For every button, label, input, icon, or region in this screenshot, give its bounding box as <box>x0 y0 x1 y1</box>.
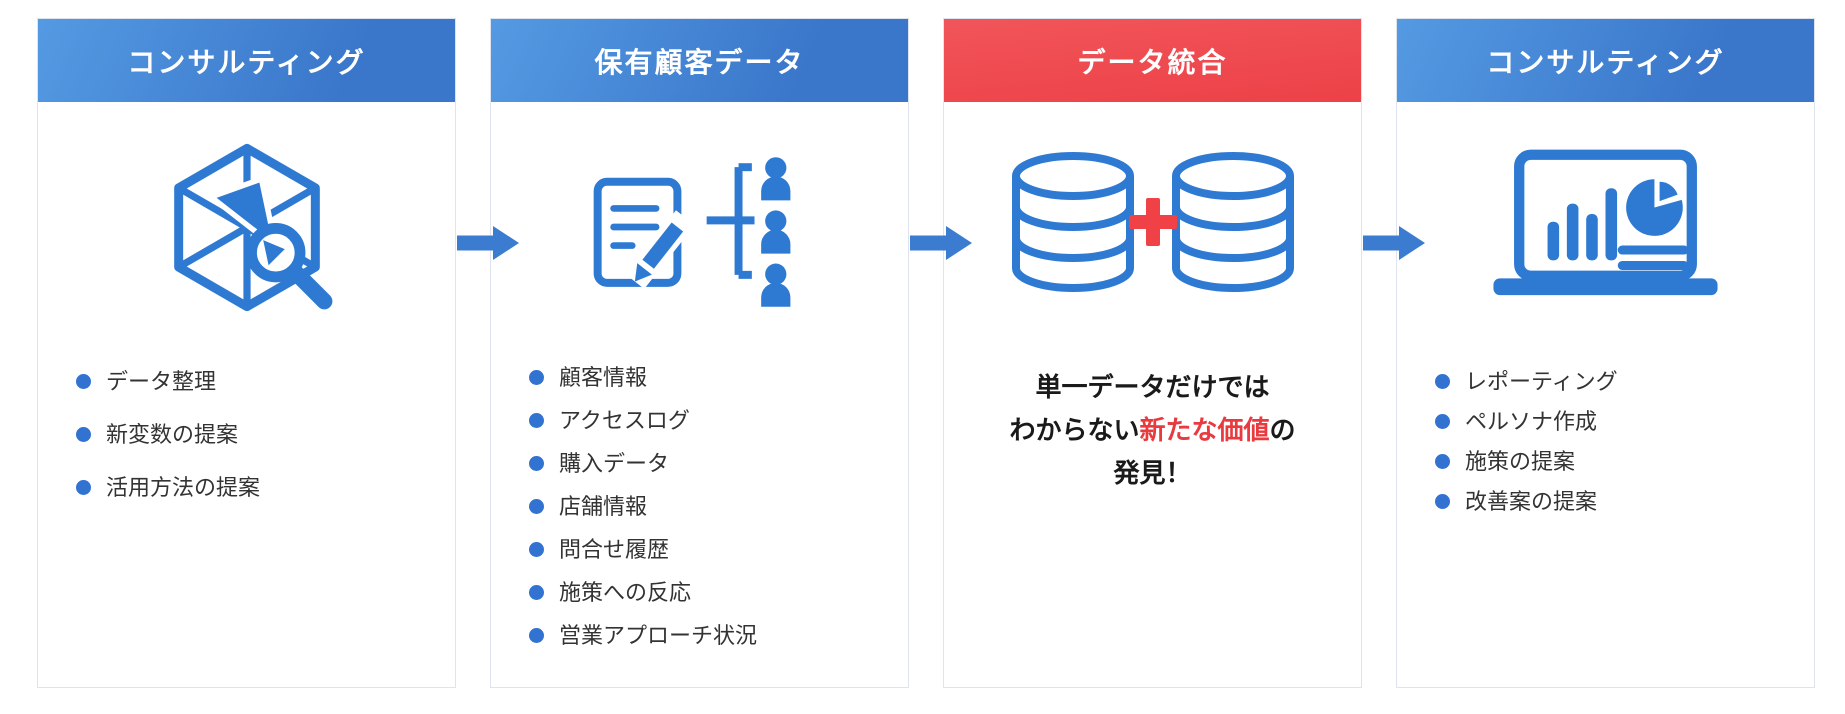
bullet-dot-icon <box>529 542 544 557</box>
list-item: 営業アプローチ状況 <box>529 622 892 649</box>
list-item-label: データ整理 <box>106 369 217 394</box>
list-item: データ整理 <box>76 368 439 395</box>
list-item-label: 顧客情報 <box>559 365 648 390</box>
document-people-icon <box>593 157 790 307</box>
card-title: データ統合 <box>1077 46 1228 78</box>
bullet-dot-icon <box>529 628 544 643</box>
integration-message: 単一データだけでは わからない新たな価値の 発見！ <box>944 366 1361 495</box>
list-item: ペルソナ作成 <box>1435 408 1798 435</box>
bullet-dot-icon <box>529 499 544 514</box>
bullet-list: レポーティング ペルソナ作成 施策の提案 改善案の提案 <box>1397 368 1814 528</box>
list-item: 新変数の提案 <box>76 421 439 448</box>
bullet-dot-icon <box>1435 454 1450 469</box>
list-item: 顧客情報 <box>529 364 892 391</box>
card-consulting-2: コンサルティング <box>1396 18 1815 688</box>
list-item-label: 問合せ履歴 <box>559 537 670 562</box>
list-item: 購入データ <box>529 450 892 477</box>
list-item: 施策の提案 <box>1435 448 1798 475</box>
list-item-label: 営業アプローチ状況 <box>559 623 758 648</box>
bullet-dot-icon <box>529 370 544 385</box>
card-header: データ統合 <box>944 19 1361 102</box>
list-item-label: 活用方法の提案 <box>106 475 261 500</box>
message-line: 単一データだけでは <box>1035 372 1270 402</box>
bullet-dot-icon <box>529 585 544 600</box>
bullet-list: データ整理 新変数の提案 活用方法の提案 <box>38 368 455 527</box>
message-highlight: 新たな価値 <box>1139 415 1270 445</box>
card-title: コンサルティング <box>127 46 366 78</box>
icon-area <box>491 132 908 322</box>
list-item-label: 施策への反応 <box>559 580 692 605</box>
list-item-label: 改善案の提案 <box>1465 489 1598 514</box>
card-data-integration: データ統合 <box>943 18 1362 688</box>
list-item-label: レポーティング <box>1465 369 1618 394</box>
list-item: 店舗情報 <box>529 493 892 520</box>
card-row: コンサルティング <box>37 18 1815 688</box>
card-title: コンサルティング <box>1486 46 1725 78</box>
report-laptop-icon <box>1493 149 1718 295</box>
card-customer-data: 保有顧客データ <box>490 18 909 688</box>
arrow-right-icon <box>910 226 972 260</box>
list-item: 活用方法の提案 <box>76 474 439 501</box>
list-item: 改善案の提案 <box>1435 488 1798 515</box>
icon-area <box>38 132 455 322</box>
message-line: 発見！ <box>1113 458 1192 488</box>
bullet-list: 顧客情報 アクセスログ 購入データ 店舗情報 問合せ履歴 施策への反応 営業アプ… <box>491 364 908 665</box>
arrow-right-icon <box>1363 226 1425 260</box>
list-item-label: アクセスログ <box>559 408 690 433</box>
bullet-dot-icon <box>1435 374 1450 389</box>
bullet-dot-icon <box>76 480 91 495</box>
card-title: 保有顧客データ <box>594 46 805 78</box>
plus-icon <box>1128 197 1177 246</box>
list-item-label: 購入データ <box>559 451 670 476</box>
card-header: コンサルティング <box>38 19 455 102</box>
list-item-label: 新変数の提案 <box>106 422 239 447</box>
message-line: の <box>1269 415 1296 445</box>
list-item: アクセスログ <box>529 407 892 434</box>
database-merge-icon <box>1011 151 1294 292</box>
card-header: コンサルティング <box>1397 19 1814 102</box>
bullet-dot-icon <box>1435 494 1450 509</box>
list-item-label: ペルソナ作成 <box>1465 409 1598 434</box>
list-item: 問合せ履歴 <box>529 536 892 563</box>
arrow-right-icon <box>457 226 519 260</box>
message-line: わからない <box>1009 415 1140 445</box>
bullet-dot-icon <box>1435 414 1450 429</box>
icon-area <box>1397 132 1814 322</box>
card-consulting-1: コンサルティング <box>37 18 456 688</box>
bullet-dot-icon <box>529 456 544 471</box>
list-item-label: 店舗情報 <box>559 494 648 519</box>
cube-search-icon <box>173 143 332 311</box>
list-item: レポーティング <box>1435 368 1798 395</box>
icon-area <box>944 132 1361 322</box>
card-header: 保有顧客データ <box>491 19 908 102</box>
bullet-dot-icon <box>76 374 91 389</box>
bullet-dot-icon <box>529 413 544 428</box>
list-item: 施策への反応 <box>529 579 892 606</box>
bullet-dot-icon <box>76 427 91 442</box>
list-item-label: 施策の提案 <box>1465 449 1576 474</box>
